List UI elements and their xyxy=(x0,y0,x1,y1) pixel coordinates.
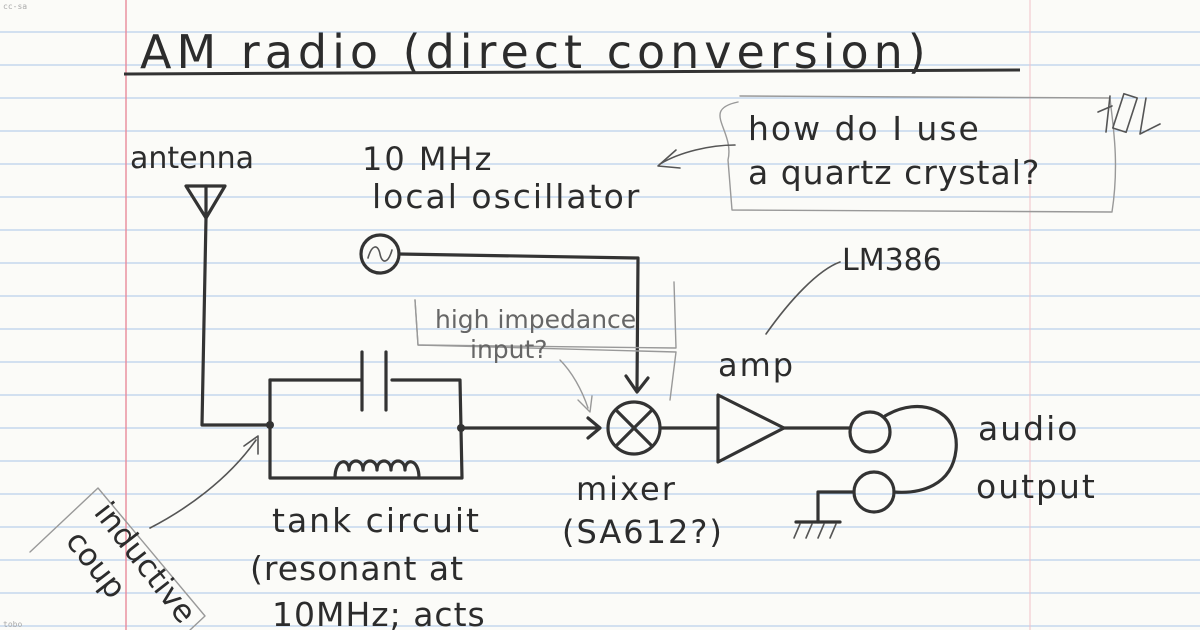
impedance-note-pointer xyxy=(559,359,589,409)
crystal-pointer-arrowhead xyxy=(657,149,681,169)
inductive-arrowhead xyxy=(243,435,259,455)
antenna-label: antenna xyxy=(130,141,254,176)
antenna-symbol xyxy=(184,184,227,220)
inductive-note: inductive coup xyxy=(58,495,203,630)
headphones-symbol xyxy=(848,404,958,514)
oscillator-arrowhead xyxy=(624,374,650,394)
amp-chip-pointer xyxy=(765,261,841,335)
tank-circuit xyxy=(266,350,465,480)
tank-label-line2: (resonant at xyxy=(250,549,464,588)
crystal-question-box xyxy=(719,95,1117,213)
antenna-wire xyxy=(200,216,270,427)
impedance-note-line1: high impedance xyxy=(435,305,636,334)
corner-mark-bottom: tobo xyxy=(3,620,22,629)
tank-label-line1: tank circuit xyxy=(272,501,481,540)
mixer-part-label: (SA612?) xyxy=(562,513,724,551)
audio-output-label-line1: audio xyxy=(978,409,1079,448)
crystal-question-line2: a quartz crystal? xyxy=(748,153,1040,192)
inductive-pointer xyxy=(149,439,257,529)
oscillator-symbol xyxy=(359,233,401,275)
crystal-question-line1: how do I use xyxy=(748,109,981,148)
crystal-pointer-arrow xyxy=(659,144,736,165)
inductive-note-outline xyxy=(29,487,206,630)
impedance-note-outline xyxy=(414,299,677,401)
impedance-note-arrowhead xyxy=(577,395,593,413)
title-underline xyxy=(123,68,1021,76)
corner-mark-top: cc-sa xyxy=(3,2,27,11)
crystal-symbol xyxy=(1097,92,1161,135)
tank-label-line3: 10MHz; acts xyxy=(272,595,486,630)
oscillator-name-label: local oscillator xyxy=(372,177,641,216)
audio-output-label-line2: output xyxy=(976,467,1097,506)
impedance-note-line2: input? xyxy=(470,335,548,364)
ground-symbol xyxy=(793,490,856,539)
amp-label: amp xyxy=(718,346,795,384)
mixer-input-arrowhead xyxy=(586,416,602,440)
amp-chip-label: LM386 xyxy=(842,243,942,278)
mixer-label: mixer xyxy=(576,470,677,508)
oscillator-wire xyxy=(397,252,640,390)
amp-symbol xyxy=(716,393,786,464)
oscillator-freq-label: 10 MHz xyxy=(362,140,493,178)
